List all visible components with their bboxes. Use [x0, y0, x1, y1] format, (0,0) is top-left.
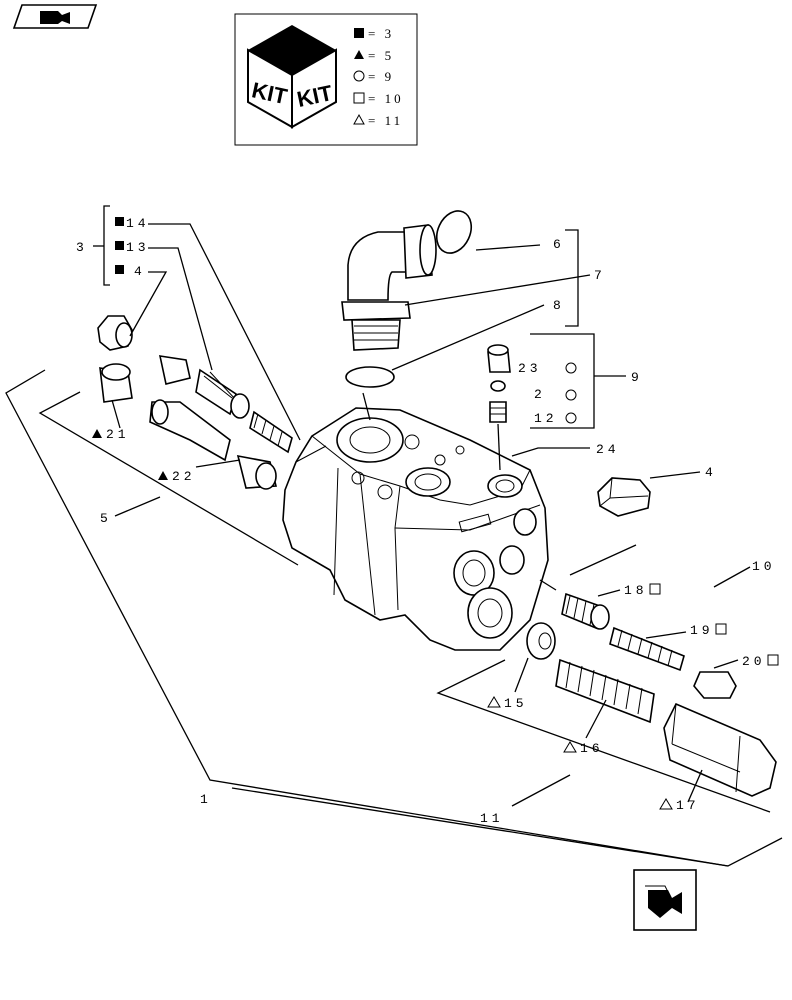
- callout-23: 23: [518, 361, 542, 376]
- next-page-icon[interactable]: [633, 869, 697, 931]
- callout-7: 7: [594, 268, 606, 283]
- circle-icon: [353, 70, 365, 82]
- filled-square-icon: [115, 265, 124, 274]
- legend-label: = 11: [368, 113, 403, 128]
- callout-4a: 4: [134, 264, 146, 279]
- callout-14: 14: [126, 216, 150, 231]
- kit-cube-icon: KIT KIT: [247, 25, 337, 129]
- filled-triangle-icon: [354, 50, 364, 59]
- callout-15: 15: [504, 696, 528, 711]
- square-icon: [649, 583, 661, 595]
- legend-label: = 3: [368, 26, 394, 41]
- valve-body: [282, 407, 549, 651]
- callout-3: 3: [76, 240, 88, 255]
- bracket-3: [103, 205, 110, 286]
- filled-triangle-icon: [92, 429, 102, 438]
- callout-13: 13: [126, 240, 150, 255]
- callout-21: 21: [106, 427, 130, 442]
- circle-icon: [565, 389, 577, 401]
- callout-11: 11: [480, 811, 504, 826]
- elbow-fitting: [341, 224, 437, 351]
- callout-9: 9: [631, 370, 643, 385]
- leader-lines: [111, 223, 739, 807]
- small-parts-9: [487, 344, 511, 423]
- callout-17: 17: [676, 798, 700, 813]
- callout-2: 2: [534, 387, 546, 402]
- square-icon: [767, 654, 779, 666]
- circle-icon: [565, 412, 577, 424]
- callout-20: 20: [742, 654, 766, 669]
- filled-square-icon: [115, 241, 124, 250]
- plug-4-right: [597, 477, 651, 517]
- filled-square-icon: [115, 217, 124, 226]
- circle-icon: [565, 362, 577, 374]
- callout-16: 16: [580, 741, 604, 756]
- o-ring-6: [435, 210, 473, 254]
- bracket-6-7: [565, 229, 579, 327]
- square-icon: [715, 623, 727, 635]
- legend-label: = 9: [368, 69, 394, 84]
- callout-18: 18: [624, 583, 648, 598]
- legend-items: = 3 = 5 = 9 = 10 = 11: [353, 26, 404, 128]
- callout-24: 24: [596, 442, 620, 457]
- callout-8: 8: [553, 298, 565, 313]
- callout-19: 19: [690, 623, 714, 638]
- callout-22: 22: [172, 469, 196, 484]
- legend-label: = 10: [368, 91, 404, 106]
- callout-labels: 14 13 4 3 6 7 8 23 2 12 9 24 4 21 22 5 1…: [76, 216, 779, 826]
- kit-legend-box: KIT KIT = 3 = 5 = 9 = 10 = 11: [234, 13, 418, 146]
- previous-page-icon[interactable]: [12, 4, 98, 29]
- callout-1: 1: [200, 792, 212, 807]
- callout-4b: 4: [705, 465, 717, 480]
- callout-5: 5: [100, 511, 112, 526]
- triangle-icon: [353, 113, 365, 125]
- callout-6: 6: [553, 237, 565, 252]
- legend-label: = 5: [368, 48, 394, 63]
- callout-10: 10: [752, 559, 776, 574]
- right-spool-parts: [526, 592, 777, 797]
- triangle-icon: [563, 741, 577, 753]
- triangle-icon: [487, 696, 501, 708]
- o-ring-8: [345, 366, 395, 388]
- assembly-lines: [5, 369, 783, 867]
- bracket-9: [530, 333, 595, 429]
- square-icon: [353, 92, 365, 104]
- filled-square-icon: [354, 28, 364, 38]
- left-spool-parts: [97, 315, 293, 490]
- filled-triangle-icon: [158, 471, 168, 480]
- callout-12: 12: [534, 411, 558, 426]
- triangle-icon: [659, 798, 673, 810]
